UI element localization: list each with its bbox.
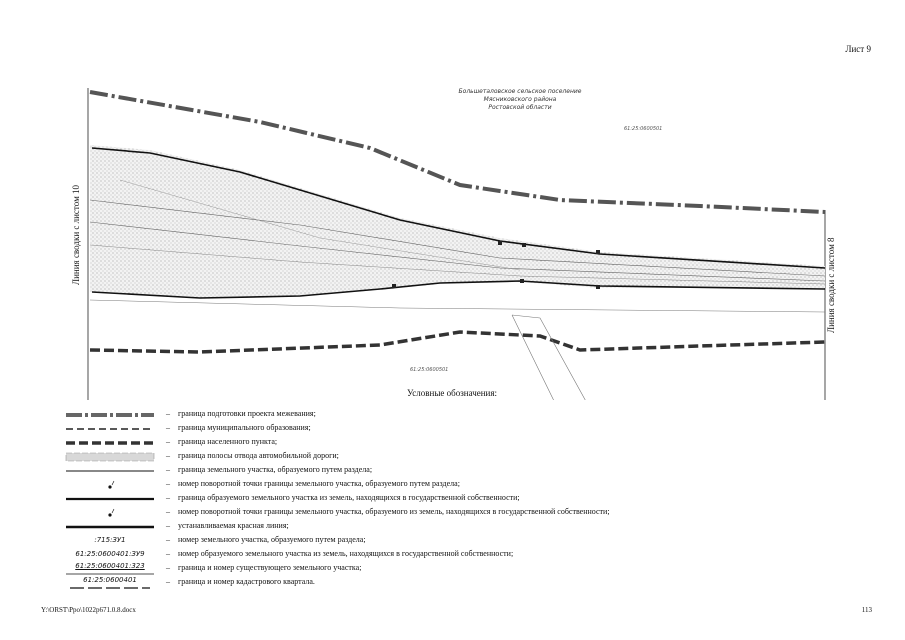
cadastral-map [87,88,826,400]
municipal-boundary-bottom [89,330,826,354]
legend-item-road-strip: – граница полосы отвода автомобильной до… [62,450,842,464]
legend-dash: – [166,535,170,544]
legend-description: граница образуемого земельного участка и… [178,493,520,502]
legend-description: граница земельного участка, образуемого … [178,465,373,474]
split-parcel-number-symbol: :715:ЗУ1 [94,536,126,544]
legend: – граница подготовки проекта межевания; … [62,408,842,590]
road-line-1 [89,199,826,277]
legend-description: номер земельного участка, образуемого пу… [178,535,366,544]
edge-line [89,299,826,313]
parcel-split-boundary-symbol [62,464,158,478]
state-parcel-boundary-symbol [62,492,158,506]
legend-item-municipal-boundary: – граница муниципального образования; [62,422,842,436]
legend-item-turn-point-split: – номер поворотной точки границы земельн… [62,478,842,492]
cadastral-quarter-line [62,576,158,590]
road-strip [90,145,825,298]
legend-item-red-line: – устанавливаемая красная линия; [62,520,842,534]
survey-boundary-top [89,90,826,214]
settlement-boundary-symbol [62,436,158,450]
caption-line: Мясниковского района [483,96,557,103]
legend-description: граница и номер существующего земельного… [178,563,362,572]
legend-item-parcel-split-boundary: – граница земельного участка, образуемог… [62,464,842,478]
parcel-boundary-lower [91,280,826,299]
page-number: 113 [861,606,872,614]
legend-item-survey-boundary: – граница подготовки проекта межевания; [62,408,842,422]
legend-dash: – [166,563,170,572]
legend-dash: – [166,437,170,446]
legend-dash: – [166,577,170,586]
existing-parcel-underline [62,562,158,576]
parcel-code-bottom: 61:25:0600501 [410,367,449,373]
legend-dash: – [166,493,170,502]
legend-description: граница полосы отвода автомобильной доро… [178,451,339,460]
caption-line: Ростовской области [488,104,552,111]
legend-item-turn-point-state: – номер поворотной точки границы земельн… [62,506,842,520]
survey-boundary-symbol [62,408,158,422]
legend-description: граница муниципального образования; [178,423,311,432]
parcel-code-top: 61:25:0600501 [624,126,663,132]
road-strip-symbol [62,450,158,464]
left-tie-label: Линия сводки с листом 10 [71,184,81,285]
legend-description: устанавливаемая красная линия; [178,521,289,530]
legend-dash: – [166,409,170,418]
legend-description: номер образуемого земельного участка из … [178,549,514,558]
legend-description: граница подготовки проекта межевания; [178,409,316,418]
road-line-4 [119,179,521,271]
legend-description: граница и номер кадастрового квартала. [178,577,315,586]
legend-item-state-parcel-number: 61:25:0600401:ЗУ9 – номер образуемого зе… [62,548,842,562]
legend-item-cadastral-quarter: 61:25:0600401 – граница и номер кадастро… [62,576,842,590]
legend-description: номер поворотной точки границы земельног… [178,507,610,516]
legend-item-split-parcel-number: :715:ЗУ1 – номер земельного участка, обр… [62,534,842,548]
quarter-strip [511,314,586,400]
caption-line: Большеталовское сельское поселение [458,88,582,95]
legend-description: граница населенного пункта; [178,437,278,446]
state-parcel-number-symbol: 61:25:0600401:ЗУ9 [75,550,145,558]
legend-dash: – [166,507,170,516]
legend-dash: – [166,521,170,530]
cadastral-quarter-symbol: 61:25:0600401 [83,576,137,584]
legend-item-state-parcel-boundary: – граница образуемого земельного участка… [62,492,842,506]
legend-dash: – [166,465,170,474]
map-caption: Большеталовское сельское поселение Мясни… [430,88,610,112]
legend-dash: – [166,479,170,488]
turn-points [392,241,600,289]
existing-parcel-symbol: 61:25:0600401:323 [75,562,145,570]
road-line-3 [89,244,826,285]
road-line-2 [89,221,826,282]
turn-point-state-symbol [62,506,158,520]
municipal-boundary-symbol [62,422,158,436]
red-line-symbol [62,520,158,534]
legend-dash: – [166,549,170,558]
sheet-label: Лист 9 [845,44,871,54]
right-tie-label: Линия сводки с листом 8 [826,237,836,333]
legend-item-existing-parcel: 61:25:0600401:323 – граница и номер суще… [62,562,842,576]
legend-dash: – [166,423,170,432]
legend-title: Условные обозначения: [407,388,498,398]
legend-dash: – [166,451,170,460]
turn-point-split-symbol [62,478,158,492]
file-path: Y:\ORST\Ppo\1022p671.0.8.docx [41,606,136,614]
legend-item-settlement-boundary: – граница населенного пункта; [62,436,842,450]
legend-description: номер поворотной точки границы земельног… [178,479,460,488]
